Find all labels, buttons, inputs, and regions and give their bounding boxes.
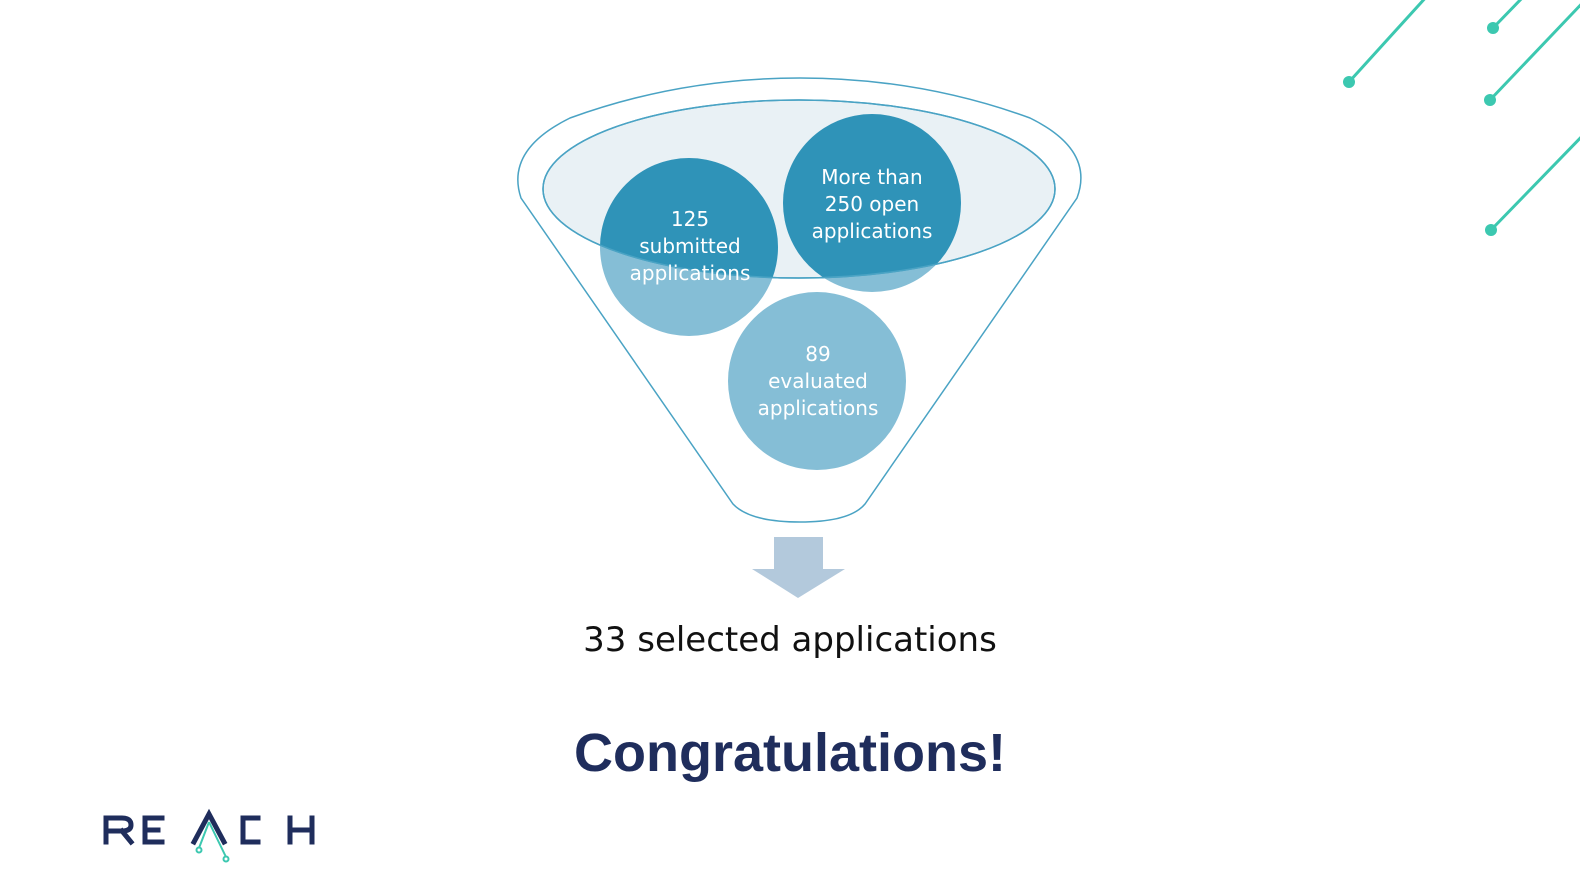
reach-logo (103, 808, 315, 846)
funnel-outline (517, 77, 1082, 523)
stage-submitted-line-1: 125 (670, 206, 710, 231)
circuit-lines-icon (1343, 0, 1580, 236)
stage-submitted-label: 125 submitted applications (590, 192, 790, 300)
down-arrow-icon (752, 537, 845, 598)
stage-open-label: More than 250 open applications (772, 150, 972, 258)
logo-accent-icon (195, 821, 230, 863)
stage-evaluated-line-3: applications (757, 395, 879, 420)
stage-open-line-1: More than (821, 164, 923, 189)
stage-open-line-3: applications (811, 218, 933, 243)
stage-evaluated-label: 89 evaluated applications (718, 327, 918, 435)
stage-evaluated-line-1: 89 (805, 341, 831, 366)
stage-submitted-line-3: applications (629, 260, 751, 285)
bubble-evaluated (728, 292, 906, 470)
headline: Congratulations! (574, 723, 1006, 783)
stage-submitted-line-2: submitted (639, 233, 741, 258)
bubble-open-top (783, 114, 961, 278)
bubble-submitted-top (600, 158, 778, 278)
stage-evaluated-line-2: evaluated (768, 368, 868, 393)
result-label: 33 selected applications (583, 620, 997, 660)
stage-open-line-2: 250 open (824, 191, 920, 216)
